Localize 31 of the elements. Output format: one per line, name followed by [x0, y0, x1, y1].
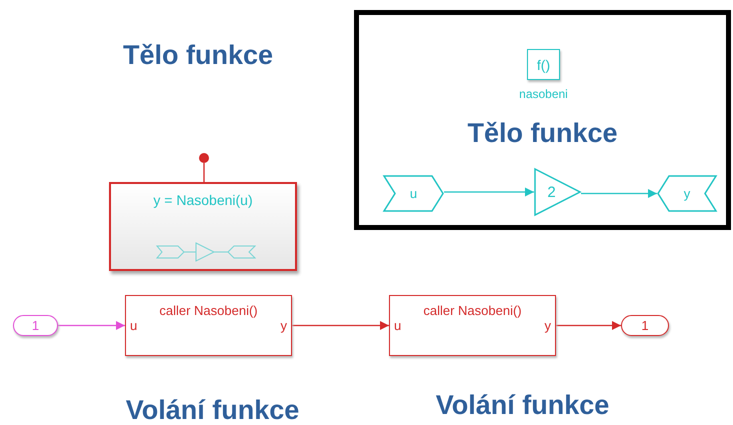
signal-arrow — [581, 189, 657, 198]
heading: Tělo funkce — [466, 118, 619, 149]
function-caller-block — [125, 295, 292, 356]
signal-arrow — [444, 188, 534, 196]
port-number: 1 — [641, 318, 649, 333]
port-label: y — [544, 318, 551, 333]
port-block — [621, 315, 669, 336]
signal-arrow — [58, 321, 125, 330]
subsystem-panel — [354, 10, 731, 230]
port-number: 1 — [32, 318, 40, 333]
port-label: f() — [536, 56, 550, 72]
block-label: caller Nasobeni() — [422, 302, 523, 319]
port-label: u — [394, 318, 402, 333]
block-label: caller Nasobeni() — [158, 302, 259, 319]
function-block — [109, 182, 297, 271]
port-label: u — [130, 318, 138, 333]
function-signature: y = Nasobeni(u) — [152, 192, 254, 208]
port-block — [13, 315, 58, 336]
trigger-port-dot — [199, 153, 209, 163]
heading: Volání funkce — [124, 395, 300, 425]
heading: Volání funkce — [434, 390, 610, 421]
signal-arrow — [292, 321, 389, 330]
port-label: u — [410, 186, 418, 201]
heading: Tělo funkce — [122, 40, 274, 71]
port-label: y — [280, 318, 287, 333]
port-label: y — [684, 186, 690, 201]
function-caller-block — [389, 295, 556, 356]
connector-line — [203, 163, 205, 182]
signal-arrow — [556, 321, 621, 330]
block-name: nasobeni — [518, 87, 569, 101]
gain-value: 2 — [547, 184, 556, 200]
